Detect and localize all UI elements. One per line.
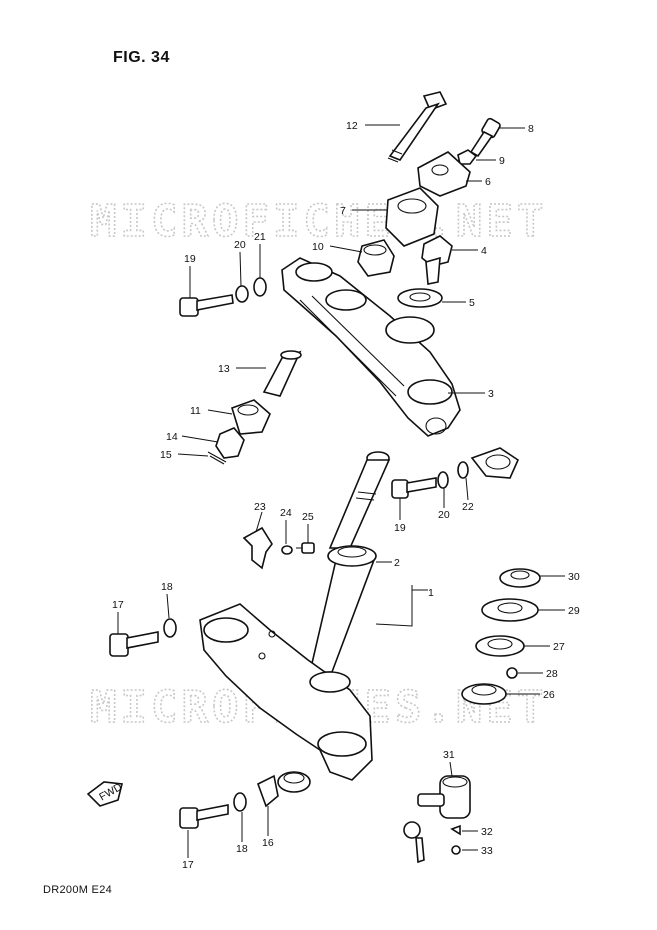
callout-33: 33 [481,845,493,857]
washer-21 [253,277,267,297]
callout-27: 27 [553,641,565,653]
callout-19-upper: 19 [184,253,196,265]
clamp-22 [470,447,520,479]
washer-22-ring [457,461,469,479]
callout-7: 7 [340,205,346,217]
bolt-17-lower [179,804,229,829]
callout-leaders [117,124,565,858]
callout-28: 28 [546,668,558,680]
model-code: DR200M E24 [43,884,113,896]
bolt-8 [469,117,501,158]
nut-14 [215,427,245,459]
callout-16: 16 [262,837,274,849]
spacer-13 [262,350,302,397]
washer-20-mid [437,471,449,489]
callout-10: 10 [312,241,324,253]
callout-13: 13 [218,363,230,375]
callout-21: 21 [254,231,266,243]
washer-18-lower [233,792,247,812]
bolt-12 [387,91,448,163]
callout-4: 4 [481,245,487,257]
callout-2: 2 [394,557,400,569]
callout-20-mid: 20 [438,509,450,521]
callout-14: 14 [166,431,178,443]
callout-3: 3 [488,388,494,400]
callout-8: 8 [528,123,534,135]
race-26 [461,683,507,705]
steering-lock-31 [417,775,471,819]
bolt-19-mid [391,477,437,499]
washer-20-upper [235,285,249,303]
callout-24: 24 [280,507,292,519]
washer-5 [397,288,443,308]
callout-26: 26 [543,689,555,701]
washer-18-upper [163,618,177,638]
bolt-17-upper [109,631,159,657]
washer-29 [481,598,539,622]
bolt-4 [421,235,453,285]
callout-22: 22 [462,501,474,513]
forward-arrow: FWD [86,781,124,807]
callout-19-mid: 19 [394,522,406,534]
bracket-23 [242,526,273,570]
figure-title: FIG. 34 [113,49,170,66]
clamp-6 [417,151,471,197]
washer-24 [281,545,293,555]
lower-bracket [199,603,373,781]
callout-31: 31 [443,749,455,761]
callout-32: 32 [481,826,493,838]
cushion-16-ring [277,771,311,793]
race-27 [475,635,525,657]
nut-30 [499,568,541,588]
upper-bracket-3 [281,257,461,437]
watermark-top: MICROFICHES.NET [90,196,547,247]
holder-7 [385,187,439,247]
callout-23: 23 [254,501,266,513]
screw-25 [296,542,315,554]
callout-17-upper: 17 [112,599,124,611]
callout-17-lower: 17 [182,859,194,871]
callout-12: 12 [346,120,358,132]
cotter-pin-15 [207,451,227,465]
callout-6: 6 [485,176,491,188]
callout-9: 9 [499,155,505,167]
key-31 [403,821,425,864]
callout-1: 1 [428,587,434,599]
cushion-11 [231,399,271,435]
callout-labels: 1 2 3 4 5 6 7 8 9 10 11 12 13 14 15 16 1… [112,120,580,871]
bearing-2 [327,545,377,567]
callout-11: 11 [190,405,201,417]
bolt-19-upper [179,294,234,317]
callout-18-upper: 18 [161,581,173,593]
washer-32 [450,824,461,836]
callout-5: 5 [469,297,475,309]
callout-15: 15 [160,449,172,461]
clamp-16 [257,774,279,808]
ball-28 [506,667,518,679]
callout-25: 25 [302,511,314,523]
callout-30: 30 [568,571,580,583]
screw-33 [451,845,461,855]
callout-18-lower: 18 [236,843,248,855]
cushion-10 [357,239,395,277]
callout-20-upper: 20 [234,239,246,251]
callout-29: 29 [568,605,580,617]
